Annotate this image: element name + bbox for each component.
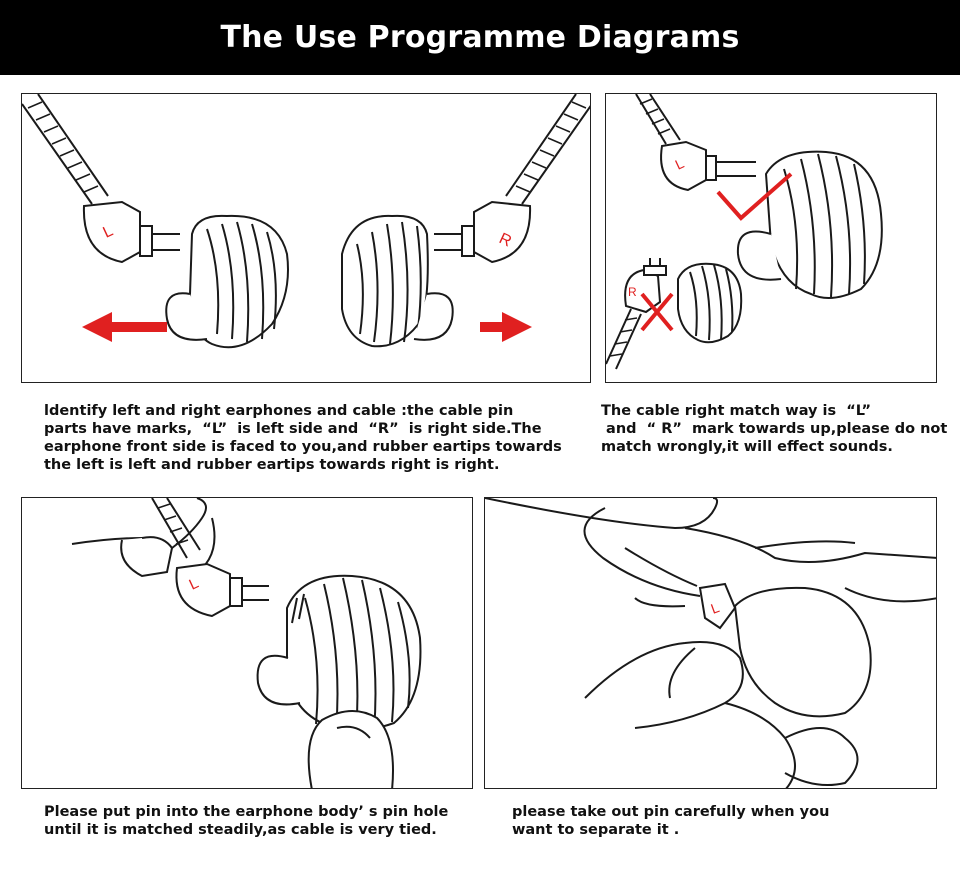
panel-remove: L (484, 497, 937, 789)
insert-illustration: L (71, 498, 422, 788)
cable-left-icon: L (22, 94, 180, 264)
caption-line: The cable right match way is “L” (601, 403, 872, 419)
caption-line: match wrongly,it will effect sounds. (601, 439, 893, 455)
earphone-icon (256, 574, 422, 733)
caption-identify: ldentify left and right earphones and ca… (44, 402, 562, 474)
hand-top-icon (485, 498, 936, 603)
cable-correct-icon: L (635, 94, 756, 192)
cable-right-icon: R (434, 94, 590, 264)
caption-remove: please take out pin carefully when you w… (512, 803, 829, 839)
caption-insert: Please put pin into the earphone body’ s… (44, 803, 448, 839)
panel-match: L R (605, 93, 937, 383)
caption-line: want to separate it . (512, 822, 680, 838)
header-bar: The Use Programme Diagrams (0, 0, 960, 75)
cable-wrong-icon: R (606, 258, 667, 370)
caption-line: earphone front side is faced to you,and … (44, 439, 562, 455)
caption-line: please take out pin carefully when you (512, 804, 830, 820)
earphone-right-icon (341, 214, 454, 348)
caption-line: and “ R” mark towards up,please do not (601, 421, 948, 437)
remove-illustration: L (485, 498, 936, 788)
match-illustration: L R (606, 94, 883, 370)
caption-line: Please put pin into the earphone body’ s… (44, 804, 449, 820)
cable-icon: L (583, 507, 737, 630)
check-mark-icon (716, 172, 793, 221)
caption-match: The cable right match way is “L” and “ R… (601, 402, 947, 456)
caption-line: parts have marks, “L” is left side and “… (44, 421, 542, 437)
earphone-large-icon (736, 150, 883, 299)
panel-identify: L R (21, 93, 591, 383)
earphone-small-icon (677, 262, 743, 344)
earphone-icon (733, 586, 872, 718)
hand-bottom-icon (584, 597, 859, 788)
cross-mark-icon (640, 292, 674, 332)
finger-icon (307, 710, 394, 788)
caption-line: ldentify left and right earphones and ca… (44, 403, 514, 419)
identify-illustration: L R (22, 94, 590, 349)
page-title: The Use Programme Diagrams (220, 20, 740, 55)
panel-insert: L (21, 497, 473, 789)
arrow-left-icon (82, 312, 167, 342)
caption-line: until it is matched steadily,as cable is… (44, 822, 437, 838)
arrow-right-icon (480, 312, 532, 342)
caption-line: the left is left and rubber eartips towa… (44, 457, 500, 473)
earphone-left-icon (165, 214, 289, 349)
hand-holding-cable-icon: L (71, 498, 269, 618)
svg-text:R: R (628, 285, 637, 299)
